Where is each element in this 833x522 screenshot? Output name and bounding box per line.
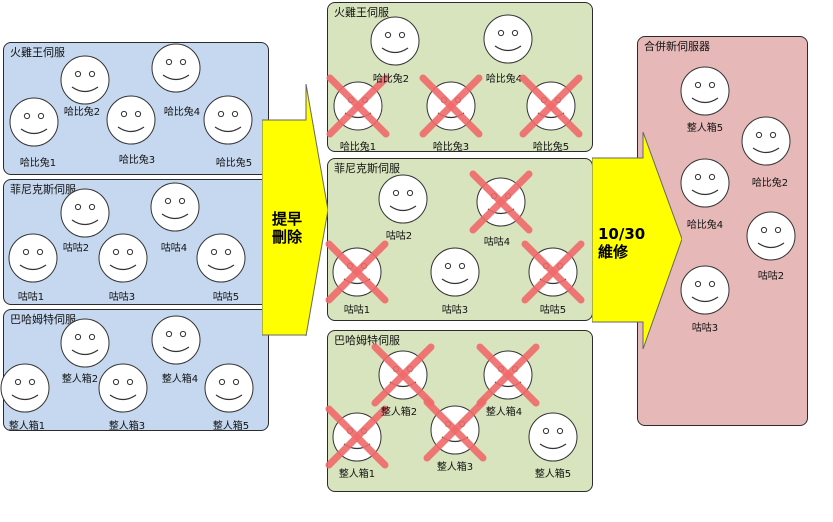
character-label: 咕咕2	[385, 231, 413, 242]
smiley-face-icon	[675, 153, 735, 213]
character-label: 整人箱2	[61, 374, 99, 385]
character-label: 咕咕2	[757, 271, 785, 282]
character-label: 咕咕2	[62, 243, 90, 254]
character-label: 整人箱4	[161, 374, 199, 385]
smiley-face-icon	[425, 242, 485, 302]
character-label: 哈比兔1	[339, 142, 377, 153]
character-label: 咕咕3	[441, 305, 469, 316]
character-label: 整人箱4	[485, 407, 523, 418]
character-label: 咕咕5	[212, 292, 240, 303]
character-label: 哈比兔3	[432, 142, 470, 153]
smiley-face-icon	[675, 260, 735, 320]
character-label: 整人箱3	[108, 421, 146, 432]
smiley-face-icon	[423, 398, 487, 462]
smiley-face-icon	[93, 228, 153, 288]
character-label: 哈比兔1	[19, 158, 57, 169]
cross-mark-icon	[521, 240, 585, 304]
arrow-label-line: 維修	[598, 243, 629, 261]
cross-mark-icon	[325, 405, 389, 469]
panel-title: 火雞王伺服	[334, 6, 389, 19]
smiley-face-icon	[675, 61, 735, 121]
early-delete-arrow	[261, 83, 329, 340]
character-label: 咕咕3	[108, 292, 136, 303]
character-label: 咕咕1	[17, 292, 45, 303]
smiley-face-icon	[741, 206, 801, 266]
cross-mark-icon	[326, 74, 390, 138]
character-label: 哈比兔4	[686, 220, 724, 231]
smiley-face-icon	[469, 170, 533, 234]
character-label: 咕咕4	[483, 237, 511, 248]
panel-title: 合併新伺服器	[644, 40, 710, 53]
cross-mark-icon	[419, 74, 483, 138]
smiley-face-icon	[55, 50, 115, 110]
arrow-label-line: 刪除	[272, 228, 303, 246]
smiley-face-icon	[419, 74, 483, 138]
panel-title: 菲尼克斯伺服	[334, 162, 400, 175]
smiley-face-icon	[3, 228, 63, 288]
character-label: 整人箱2	[380, 407, 418, 418]
smiley-face-icon	[146, 38, 206, 98]
character-label: 哈比兔4	[163, 107, 201, 118]
panel-title: 巴哈姆特伺服	[334, 334, 400, 347]
smiley-face-icon	[101, 90, 161, 150]
smiley-face-icon	[198, 90, 258, 150]
arrow-label-line: 提早	[272, 210, 303, 228]
character-label: 哈比兔2	[63, 107, 101, 118]
smiley-face-icon	[373, 169, 433, 229]
cross-mark-icon	[325, 240, 389, 304]
panel-title: 巴哈姆特伺服	[10, 313, 76, 326]
smiley-face-icon	[521, 240, 585, 304]
smiley-face-icon	[55, 313, 115, 373]
character-label: 整人箱5	[212, 421, 250, 432]
cross-mark-icon	[423, 398, 487, 462]
smiley-face-icon	[365, 11, 425, 71]
cross-mark-icon	[476, 343, 540, 407]
character-label: 咕咕4	[160, 243, 188, 254]
panel-title: 火雞王伺服	[10, 46, 65, 59]
character-label: 咕咕3	[691, 323, 719, 334]
smiley-face-icon	[199, 358, 259, 418]
smiley-face-icon	[326, 74, 390, 138]
character-label: 整人箱1	[338, 469, 376, 480]
character-label: 整人箱1	[8, 421, 46, 432]
smiley-face-icon	[93, 358, 153, 418]
cross-mark-icon	[371, 343, 435, 407]
character-label: 哈比兔5	[532, 142, 570, 153]
character-label: 哈比兔4	[485, 74, 523, 85]
smiley-face-icon	[4, 92, 64, 152]
smiley-face-icon	[519, 74, 583, 138]
smiley-face-icon	[523, 407, 583, 467]
panel-title: 菲尼克斯伺服	[10, 183, 76, 196]
character-label: 整人箱5	[686, 123, 724, 134]
character-label: 哈比兔2	[372, 74, 410, 85]
smiley-face-icon	[325, 405, 389, 469]
character-label: 哈比兔3	[118, 155, 156, 166]
smiley-face-icon	[325, 240, 389, 304]
early-delete-arrow-label: 提早刪除	[272, 210, 302, 246]
character-label: 咕咕1	[343, 305, 371, 316]
smiley-face-icon	[191, 228, 251, 288]
smiley-face-icon	[371, 343, 435, 407]
character-label: 整人箱5	[534, 469, 572, 480]
smiley-face-icon	[478, 9, 538, 69]
maintenance-arrow	[591, 131, 683, 353]
cross-mark-icon	[469, 170, 533, 234]
smiley-face-icon	[55, 183, 115, 243]
cross-mark-icon	[519, 74, 583, 138]
character-label: 哈比兔2	[751, 178, 789, 189]
smiley-face-icon	[146, 310, 206, 370]
character-label: 咕咕5	[539, 305, 567, 316]
smiley-face-icon	[145, 177, 205, 237]
smiley-face-icon	[736, 111, 796, 171]
arrow-label-line: 10/30	[598, 225, 646, 243]
smiley-face-icon	[476, 343, 540, 407]
smiley-face-icon	[0, 358, 55, 418]
character-label: 整人箱3	[436, 462, 474, 473]
character-label: 哈比兔5	[215, 158, 253, 169]
